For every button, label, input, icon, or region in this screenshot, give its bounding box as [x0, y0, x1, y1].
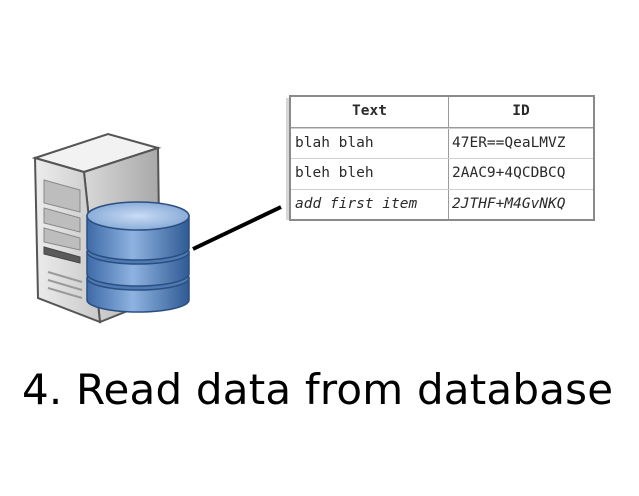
caption: 4. Read data from database: [22, 365, 614, 414]
row-id-cell: 2AAC9+4QCDBCQ: [452, 165, 566, 181]
table-row: bleh bleh 2AAC9+4QCDBCQ: [291, 158, 593, 189]
row-text-cell: blah blah: [291, 128, 449, 158]
data-table: Text ID blah blah 47ER==QeaLMVZ bleh ble…: [289, 95, 595, 221]
connector-line: [192, 205, 282, 251]
table-shadow: [286, 98, 290, 220]
row-id-cell: 47ER==QeaLMVZ: [452, 134, 566, 151]
column-header-text: Text: [291, 97, 449, 127]
column-header-id: ID: [512, 103, 530, 119]
table-header-row: Text ID: [291, 97, 593, 128]
row-id-cell: 2JTHF+M4GvNKQ: [452, 195, 566, 212]
table-row: add first item 2JTHF+M4GvNKQ: [291, 188, 593, 219]
table-row: blah blah 47ER==QeaLMVZ: [291, 127, 593, 158]
row-text-cell: bleh bleh: [291, 159, 449, 189]
database-icon: [86, 201, 190, 313]
row-text-cell: add first item: [291, 189, 449, 219]
